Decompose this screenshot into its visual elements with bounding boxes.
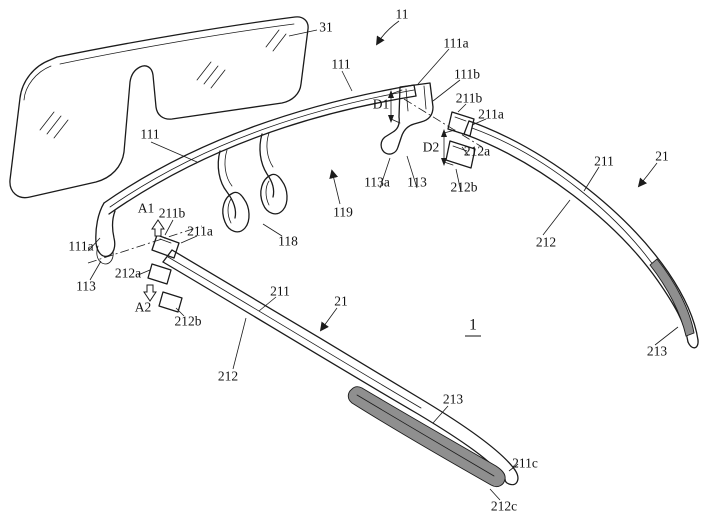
ref-label-211c: 211c: [512, 455, 538, 471]
frame-left-hook: [96, 245, 114, 265]
direction-arrow-a2: [143, 284, 157, 302]
left-temple-inner: [162, 261, 506, 480]
ref-label-212b-left: 212b: [174, 313, 202, 329]
left-temple-outer: [171, 249, 516, 471]
ref-label-211b-left: 211b: [158, 205, 186, 221]
leader-lines: [87, 20, 679, 501]
figure-number: 1: [465, 317, 481, 337]
ref-label-11: 11: [395, 6, 409, 22]
frame-front: [95, 82, 434, 265]
ref-label-211-right: 211: [594, 153, 614, 169]
dimension-d2: [441, 129, 456, 166]
ref-label-111-upper: 111: [331, 56, 351, 72]
ref-label-31: 31: [319, 19, 333, 35]
dim-label-d1: D1: [372, 96, 390, 112]
ref-label-212-right: 212: [535, 234, 557, 250]
dimension-d1: [388, 89, 403, 124]
ref-label-113-right: 113: [407, 174, 427, 190]
ref-label-213-right: 213: [646, 343, 668, 359]
ref-label-211b-right: 211b: [455, 90, 483, 106]
frame-rail-bottom: [108, 95, 417, 215]
nose-pads: [217, 132, 288, 233]
ref-label-213-left: 213: [442, 391, 464, 407]
lens-shield: [9, 16, 309, 199]
dir-label-a2: A2: [134, 299, 152, 315]
ref-label-211a-left: 211a: [187, 223, 213, 239]
ref-label-212a-left: 212a: [114, 265, 142, 281]
frame-rail-groove: [109, 89, 415, 208]
lens-outline: [9, 16, 309, 199]
ref-label-111a-left: 111a: [68, 238, 94, 254]
lens-hatch-marks: [39, 29, 287, 139]
ref-label-118: 118: [278, 233, 298, 249]
direction-arrow-a1: [151, 219, 165, 237]
frame-right-connector: [380, 82, 434, 155]
ref-label-212-left: 212: [217, 368, 239, 384]
right-temple-outer: [468, 120, 699, 341]
ref-label-212a-right: 212a: [463, 143, 491, 159]
right-hinge-tabs: [445, 111, 476, 169]
left-temple: [162, 249, 519, 488]
dir-label-a1: A1: [137, 200, 155, 216]
ref-label-212b-right: 212b: [450, 179, 478, 195]
frame-left-lug: [95, 202, 116, 258]
ref-label-119: 119: [333, 204, 353, 220]
ref-label-212c: 212c: [490, 498, 518, 514]
right-temple-inner: [463, 133, 689, 343]
ref-label-21-right: 21: [655, 148, 669, 164]
left-hinge-tabs: [147, 234, 183, 313]
ref-label-111-left: 111: [140, 126, 160, 142]
ref-label-211-left: 211: [270, 283, 290, 299]
frame-rail-top: [103, 84, 415, 204]
ref-label-21-left: 21: [334, 293, 348, 309]
ref-label-113-left: 113: [76, 278, 96, 294]
dim-label-d2: D2: [422, 139, 440, 155]
ref-label-211a-right: 211a: [478, 106, 504, 122]
right-temple: [463, 120, 699, 349]
right-earpiece: [649, 258, 695, 337]
assembly-axis-lines: [87, 98, 483, 264]
ref-label-111a-top: 111a: [443, 35, 469, 51]
ref-label-111b: 111b: [454, 66, 480, 82]
ref-label-113a: 113a: [364, 174, 390, 190]
